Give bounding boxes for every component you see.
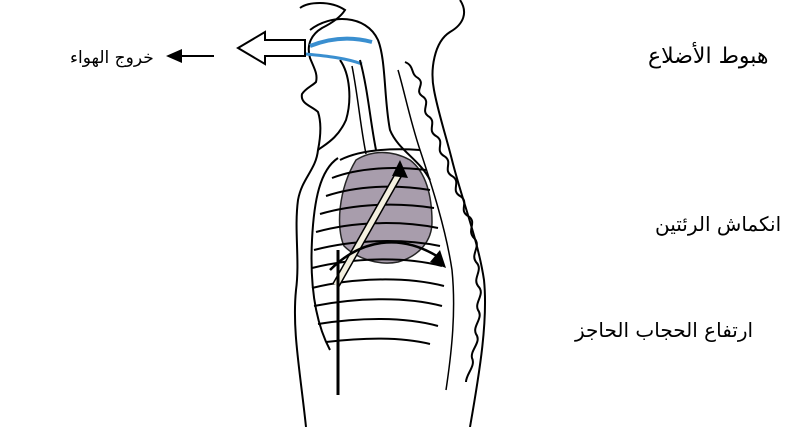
label-lungs-contraction: انكماش الرئتين [655, 212, 781, 236]
exhale-block-arrow [238, 32, 305, 64]
label-ribs-lowering: هبوط الأضلاع [648, 44, 769, 69]
pointer-arrow-head [166, 49, 182, 63]
neck-outline [318, 60, 349, 150]
airway-nasal [310, 39, 372, 46]
label-air-out: خروج الهواء [70, 48, 154, 68]
body-back-outline [433, 0, 485, 427]
label-diaphragm-rising: ارتفاع الحجاب الحاجز [575, 318, 753, 342]
airway-oral [306, 54, 362, 64]
